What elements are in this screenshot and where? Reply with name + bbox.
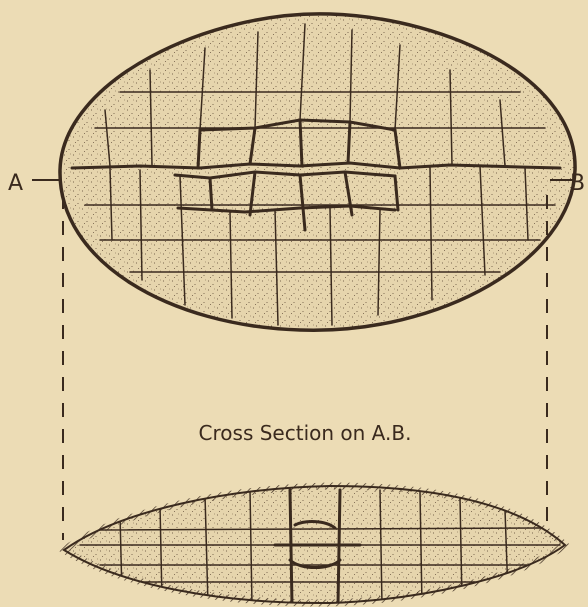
section-caption: Cross Section on A.B. <box>199 421 412 445</box>
point-b-label: B <box>570 171 585 196</box>
nodule-plan-view <box>60 14 575 330</box>
point-a-label: A <box>8 171 23 196</box>
nodule-cross-section <box>64 486 565 605</box>
